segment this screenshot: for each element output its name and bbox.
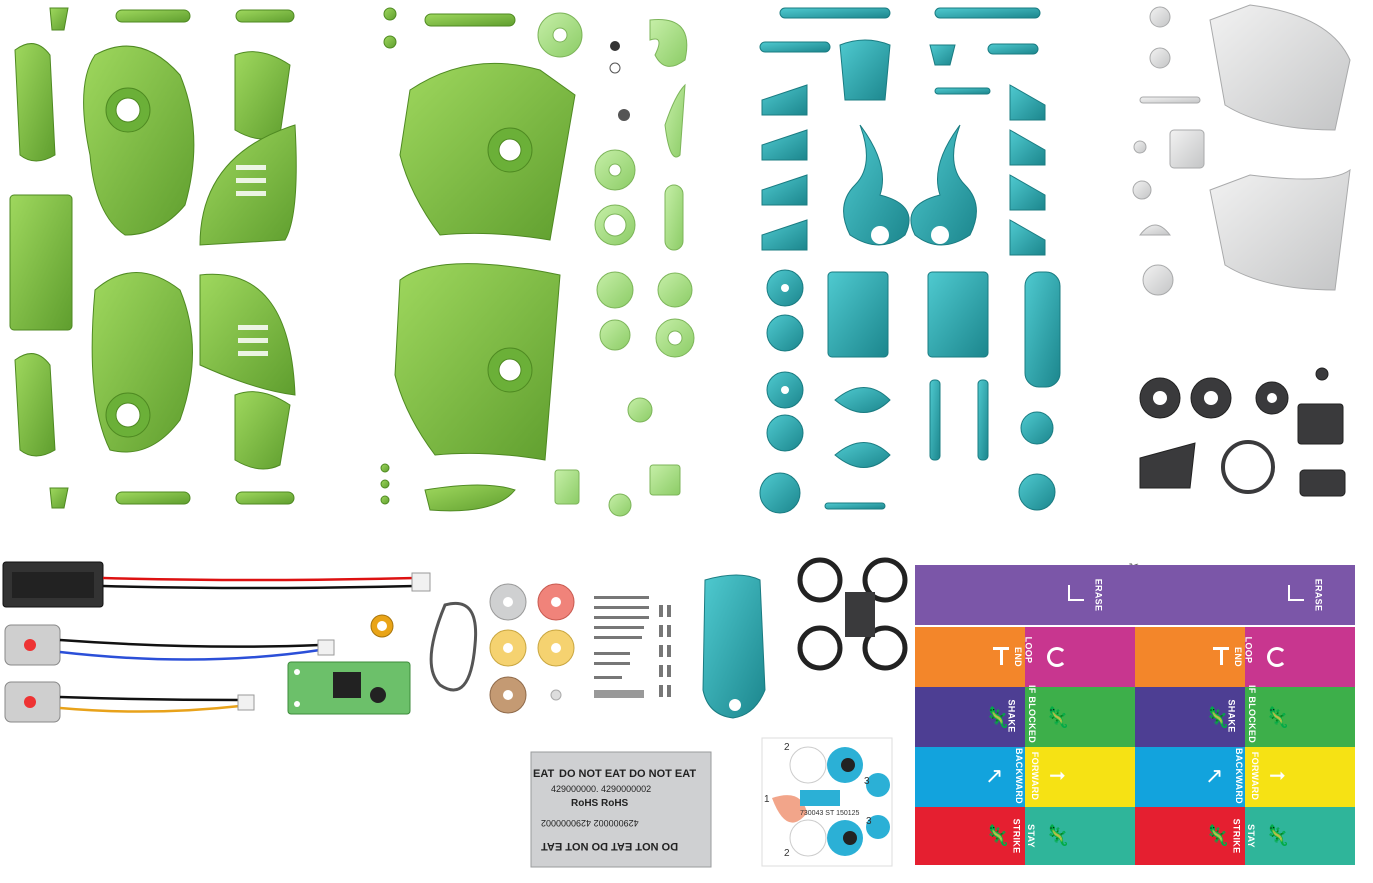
card-loop-label: LOOP [1243, 636, 1254, 664]
card-end: END [1135, 627, 1245, 687]
sticker-sheet-art [761, 737, 893, 867]
card-forward-label: FORWARD [1250, 751, 1261, 801]
card-strike-label: STRIKE [1231, 818, 1242, 854]
card-backward: ↗ BACKWARD [915, 747, 1025, 807]
desiccant-packet-art [530, 751, 712, 868]
erase-icon [1288, 585, 1304, 601]
gears [489, 583, 575, 714]
backward-arrow-icon: ↗ [985, 763, 1004, 788]
motor-1 [4, 624, 335, 666]
packet-text-5: DO NOT EAT DO NOT EAT [541, 840, 679, 852]
card-if-blocked-label: IF BLOCKED [1027, 685, 1037, 743]
chameleon-icon: 🦎 [1045, 825, 1070, 847]
chameleon-icon: 🦎 [1205, 825, 1230, 847]
chameleon-icon: 🦎 [985, 825, 1010, 847]
card-stay: STAY 🦎 [1025, 807, 1135, 865]
chameleon-icon: 🦎 [1045, 707, 1070, 729]
card-if-blocked: IF BLOCKED 🦎 [1025, 685, 1135, 747]
card-forward: FORWARD ➞ [1025, 747, 1135, 807]
card-backward-label: BACKWARD [1013, 748, 1024, 804]
card-if-blocked-label: IF BLOCKED [1247, 685, 1257, 743]
card-strike: 🦎 STRIKE [915, 807, 1025, 865]
loop-icon [1267, 647, 1287, 667]
card-shake-label: SHAKE [1006, 699, 1017, 733]
teal-sprue [759, 7, 1061, 514]
card-end: END [915, 627, 1025, 687]
card-erase: ERASE [915, 565, 1135, 625]
erase-icon [1068, 585, 1084, 601]
motor-2 [4, 681, 255, 723]
card-stay-label: STAY [1025, 824, 1036, 848]
dark-grey-parts [1139, 367, 1346, 497]
desiccant-packet: DO NOT EAT DO NOT EAT 429000000. 4290000… [531, 752, 711, 867]
forward-arrow-icon: ➞ [1049, 765, 1066, 787]
sticker-code: 730043 ST 150125 [800, 810, 860, 817]
chameleon-icon: 🦎 [1205, 707, 1230, 729]
light-green-parts [537, 12, 695, 517]
card-strike-label: STRIKE [1011, 818, 1022, 854]
card-end-label: END [1012, 647, 1023, 667]
rods-screws [594, 596, 671, 698]
card-erase-label: ERASE [1093, 578, 1104, 612]
card-strike: 🦎 STRIKE [1135, 807, 1245, 865]
packet-text-4: 429000002 4290000002 [541, 818, 639, 828]
card-stay-label: STAY [1245, 824, 1256, 848]
card-shake: 🦎 SHAKE [1135, 687, 1245, 747]
packet-text-3: RoHS RoHS [571, 798, 629, 809]
chameleon-icon: 🦎 [1265, 825, 1290, 847]
card-erase: ERASE [1135, 565, 1355, 625]
card-forward-label: FORWARD [1030, 751, 1041, 801]
card-stay: STAY 🦎 [1245, 807, 1355, 865]
end-icon-stem [1220, 647, 1223, 665]
end-icon-stem [1000, 647, 1003, 665]
green-sprue-1 [9, 7, 297, 509]
card-erase-label: ERASE [1313, 578, 1324, 612]
card-forward: FORWARD ➞ [1245, 747, 1355, 807]
packet-text-1: DO NOT EAT DO NOT EAT [559, 768, 697, 780]
command-card-sheet: ✂ ERASE END LOOP 🦎 SHAKE IF BLOCKED 🦎 ↗ … [915, 559, 1355, 865]
card-loop-label: LOOP [1023, 636, 1034, 664]
teal-head-shell [702, 574, 766, 719]
card-column-right: ERASE END LOOP 🦎 SHAKE IF BLOCKED 🦎 ↗ BA… [1135, 565, 1355, 865]
card-shake-label: SHAKE [1226, 699, 1237, 733]
card-loop: LOOP [1243, 627, 1355, 687]
loop-icon [1047, 647, 1067, 667]
sticker-num-2-bottom: 2 [784, 848, 790, 859]
grey-sprue [1132, 4, 1351, 296]
card-column-left: ERASE END LOOP 🦎 SHAKE IF BLOCKED 🦎 ↗ BA… [915, 565, 1135, 865]
card-shake: 🦎 SHAKE [915, 687, 1025, 747]
battery-box [2, 561, 431, 608]
card-backward-label: BACKWARD [1233, 748, 1244, 804]
chameleon-icon: 🦎 [985, 707, 1010, 729]
forward-arrow-icon: ➞ [1269, 765, 1286, 787]
chameleon-icon: 🦎 [1265, 707, 1290, 729]
card-end-label: END [1232, 647, 1243, 667]
packet-text-prefix: EAT [533, 768, 555, 780]
packet-text-2: 429000000. 4290000002 [551, 784, 652, 794]
backward-arrow-icon: ↗ [1205, 763, 1224, 788]
pcb-board [287, 661, 411, 715]
eye-ring-sprue [797, 557, 908, 671]
green-sprue-2 [380, 7, 576, 512]
sticker-num-2-top: 2 [784, 742, 790, 753]
eye-mount [845, 592, 875, 637]
sticker-num-1: 1 [764, 794, 770, 805]
sticker-num-3-bottom: 3 [866, 816, 872, 827]
card-loop: LOOP [1023, 627, 1135, 687]
sticker-sheet: 2 3 1 730043 ST 150125 3 2 [762, 738, 892, 866]
card-if-blocked: IF BLOCKED 🦎 [1245, 685, 1355, 747]
cable-coil [429, 602, 478, 692]
card-backward: ↗ BACKWARD [1135, 747, 1245, 807]
sticker-num-3-top: 3 [864, 776, 870, 787]
